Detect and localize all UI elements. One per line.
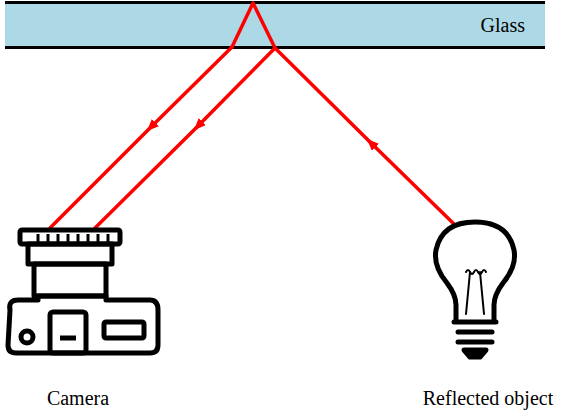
camera-icon [8,230,158,353]
object-label: Camera [47,387,109,410]
light-bulb-icon [435,222,514,357]
glass-band: Glass [5,1,545,49]
light-rays [50,3,455,228]
material-label: Glass [481,14,525,37]
object-label: Reflected object [423,387,554,410]
